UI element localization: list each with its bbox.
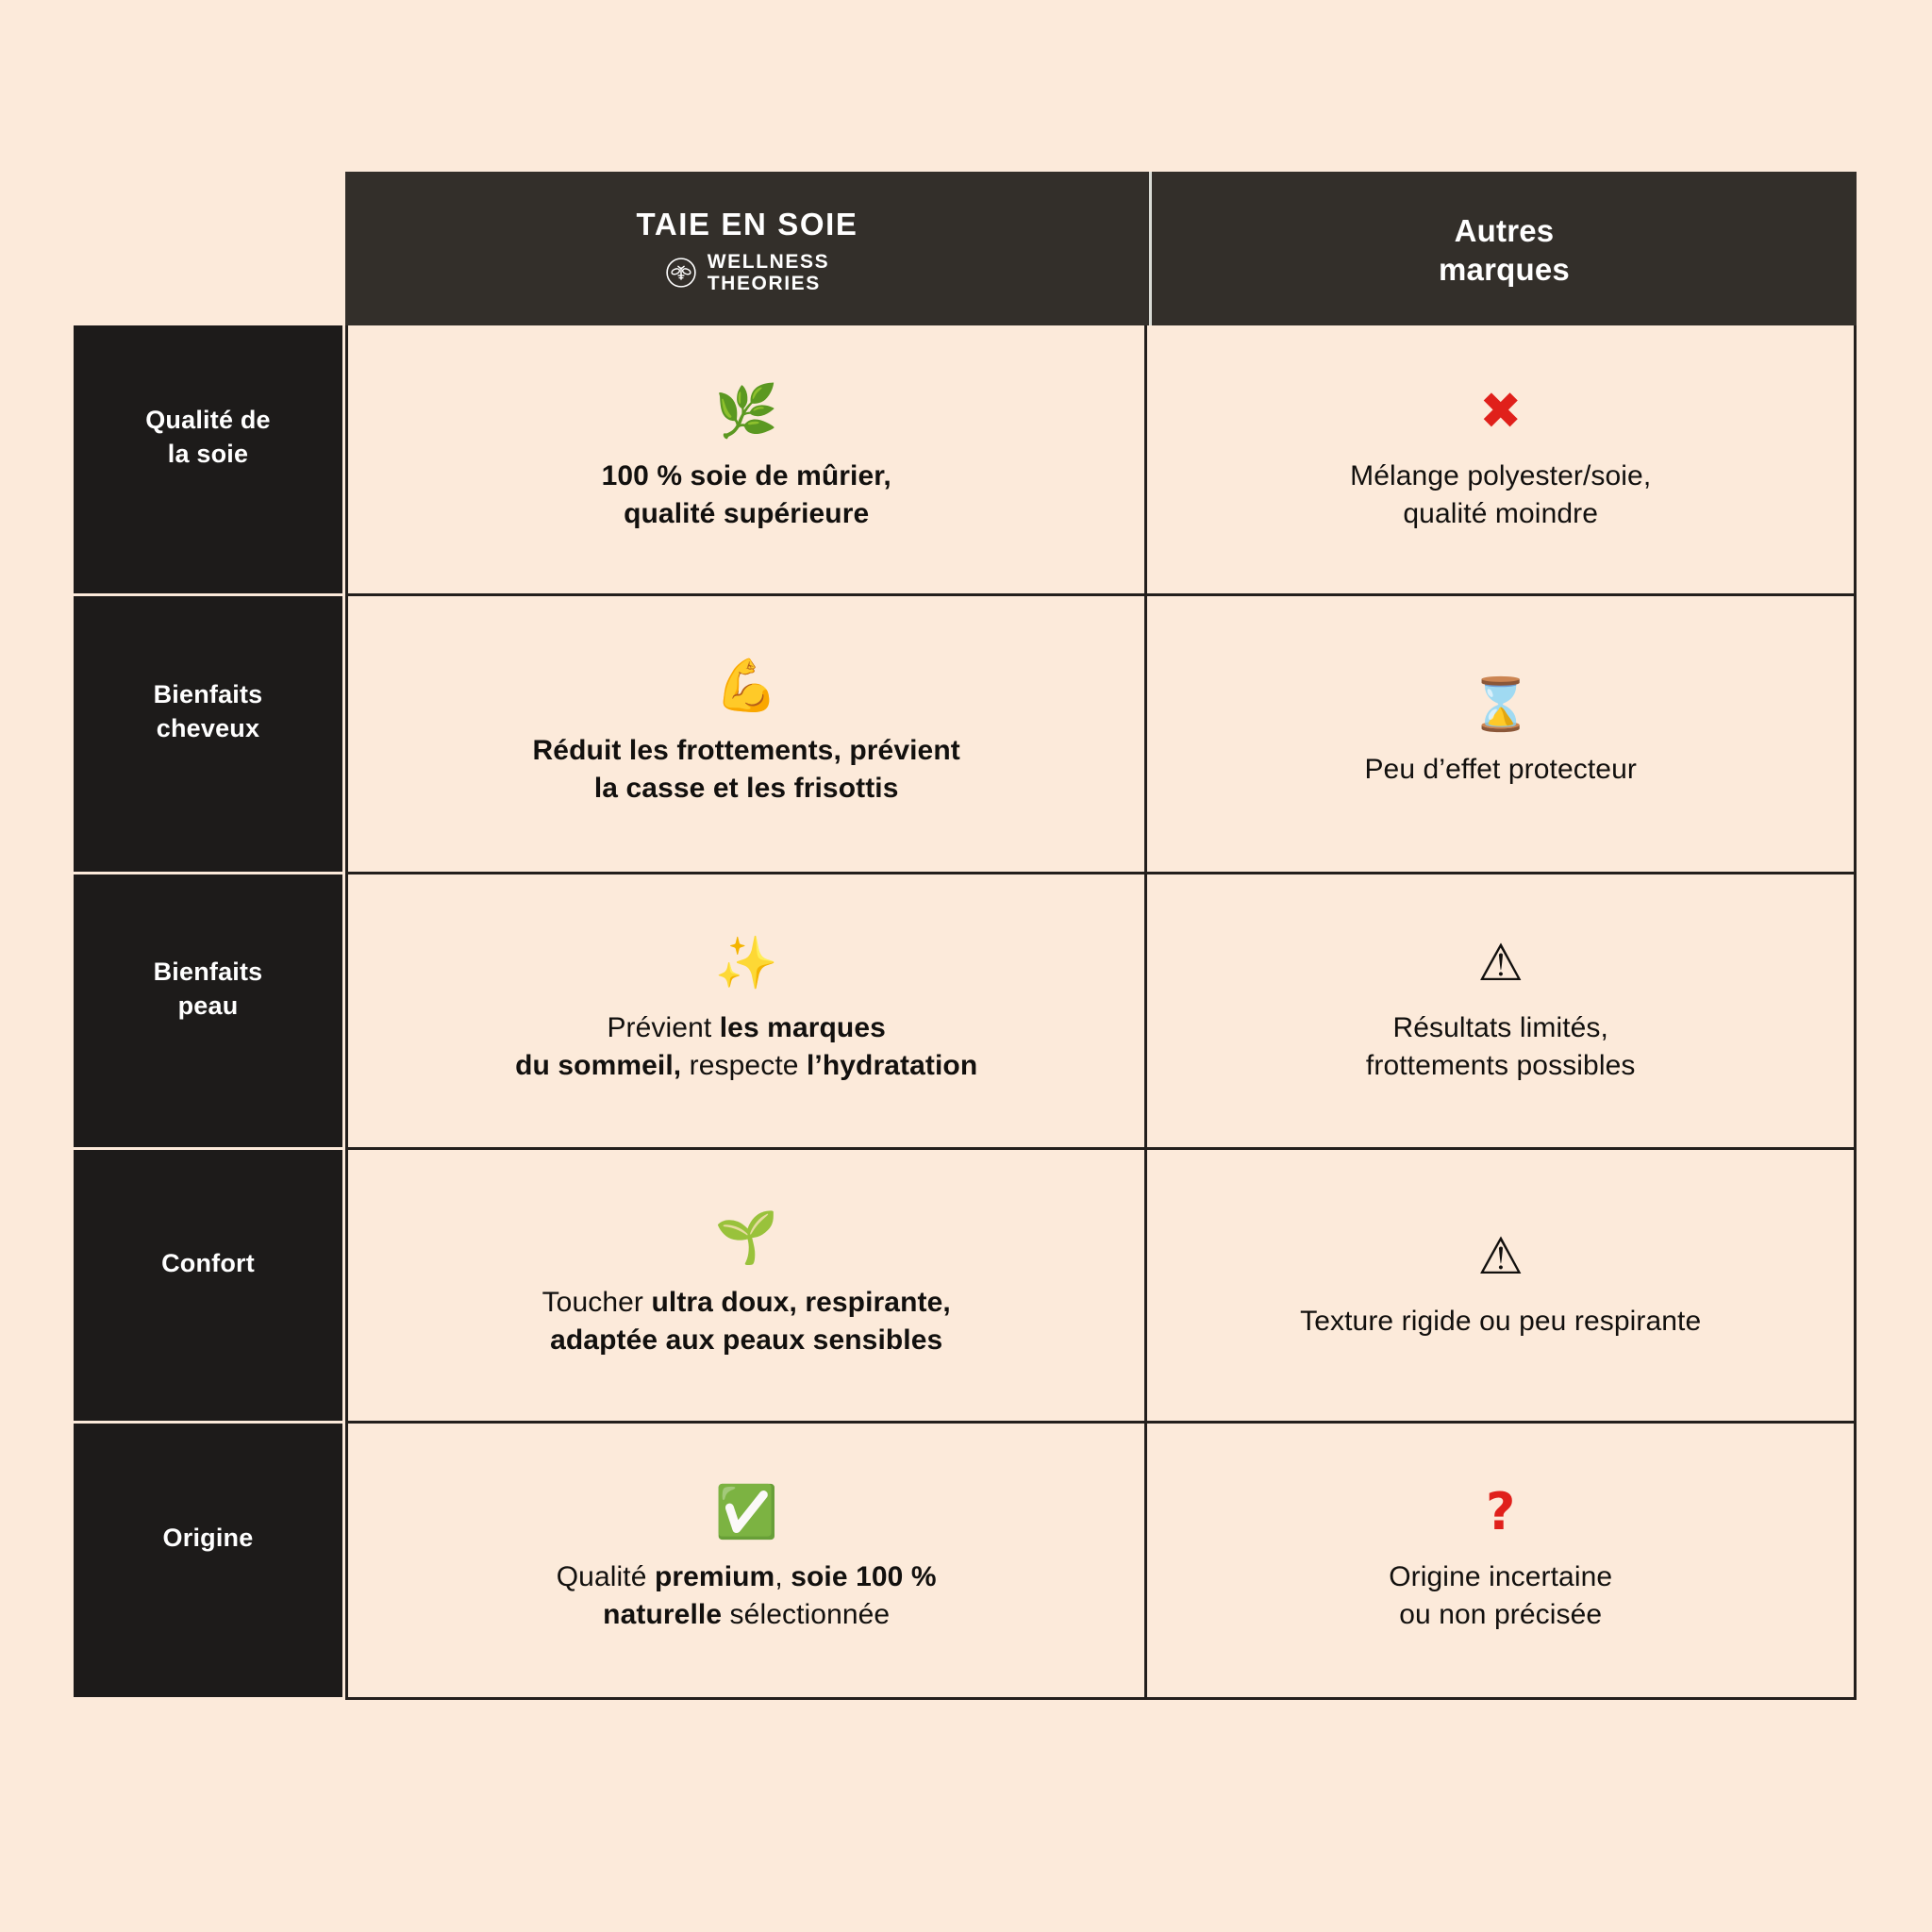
cell-ours-confort: 🌱 Toucher ultra doux, respirante, adapté… bbox=[348, 1150, 1148, 1421]
table-row: 🌿 100 % soie de mûrier, qualité supérieu… bbox=[348, 325, 1854, 596]
cell-text-line2: qualité moindre bbox=[1403, 498, 1599, 529]
header-cell-competitor: Autres marques bbox=[1149, 172, 1857, 325]
cell-ours-bienfaits-peau: ✨ Prévient les marques du sommeil, respe… bbox=[348, 874, 1148, 1147]
brand-title: TAIE EN SOIE bbox=[636, 207, 858, 242]
row-label-text: Bienfaits cheveux bbox=[154, 678, 263, 745]
row-label-bienfaits-cheveux: Bienfaits cheveux bbox=[74, 596, 342, 874]
cell-text: Peu d’effet protecteur bbox=[1364, 751, 1637, 789]
cell-text-segment: Toucher bbox=[541, 1286, 652, 1318]
warning-triangle-icon: ⚠ bbox=[1477, 932, 1524, 992]
bee-badge-icon bbox=[665, 257, 697, 289]
table-header: TAIE EN SOIE WELLNESS THEORIES bbox=[345, 172, 1857, 325]
table-row: ✨ Prévient les marques du sommeil, respe… bbox=[348, 874, 1854, 1150]
warning-triangle-icon: ⚠ bbox=[1477, 1225, 1524, 1286]
row-label-text: Origine bbox=[162, 1524, 254, 1553]
flexed-biceps-icon: 💪 bbox=[714, 656, 778, 716]
green-check-icon: ✅ bbox=[714, 1482, 778, 1542]
cell-text-segment: premium bbox=[654, 1561, 775, 1593]
cell-text-line1: Mélange polyester/soie, bbox=[1350, 460, 1652, 492]
seedling-icon: 🌱 bbox=[714, 1207, 778, 1267]
cell-text-segment: ultra doux, respirante, bbox=[651, 1286, 951, 1318]
cell-text: Prévient les marques du sommeil, respect… bbox=[515, 1009, 977, 1085]
herb-icon: 🌿 bbox=[714, 381, 778, 441]
cell-text-segment: soie 100 % bbox=[791, 1561, 937, 1593]
cell-ours-bienfaits-cheveux: 💪 Réduit les frottements, prévient la ca… bbox=[348, 596, 1148, 872]
row-label-line1: Qualité de bbox=[145, 406, 271, 435]
brand-logo-line2: THEORIES bbox=[707, 273, 821, 295]
cell-text: Qualité premium, soie 100 % naturelle sé… bbox=[557, 1558, 937, 1634]
cell-text-line2: frottements possibles bbox=[1365, 1049, 1636, 1081]
table-row: 🌱 Toucher ultra doux, respirante, adapté… bbox=[348, 1150, 1854, 1424]
cell-text-segment: adaptée aux peaux sensibles bbox=[550, 1324, 943, 1356]
row-label-confort: Confort bbox=[74, 1150, 342, 1424]
cell-text-line1: 100 % soie de mûrier, bbox=[601, 460, 891, 492]
cell-text: Texture rigide ou peu respirante bbox=[1300, 1303, 1701, 1341]
cell-theirs-origine: ? Origine incertaine ou non précisée bbox=[1147, 1424, 1854, 1697]
brand-logo-line1: WELLNESS bbox=[707, 250, 830, 273]
cell-ours-origine: ✅ Qualité premium, soie 100 % naturelle … bbox=[348, 1424, 1148, 1697]
row-label-line2: cheveux bbox=[156, 714, 260, 742]
cell-theirs-bienfaits-peau: ⚠ Résultats limités, frottements possibl… bbox=[1147, 874, 1854, 1147]
sparkles-icon: ✨ bbox=[714, 932, 778, 992]
cell-text-segment: Qualité bbox=[556, 1561, 655, 1593]
red-cross-icon: ✖ bbox=[1479, 381, 1523, 441]
row-label-column: Qualité de la soie Bienfaits cheveux Bie… bbox=[74, 325, 342, 1697]
competitor-title-line2: marques bbox=[1439, 251, 1570, 287]
cell-text-line2: ou non précisée bbox=[1399, 1599, 1603, 1630]
row-label-qualite-de-la-soie: Qualité de la soie bbox=[74, 325, 342, 596]
cell-text-segment: sélectionnée bbox=[722, 1599, 891, 1630]
row-label-origine: Origine bbox=[74, 1424, 342, 1697]
cell-text-line1: Réduit les frottements, prévient bbox=[532, 735, 960, 767]
cell-text-line1: Peu d’effet protecteur bbox=[1364, 754, 1637, 786]
row-label-line2: la soie bbox=[167, 440, 249, 468]
cell-theirs-confort: ⚠ Texture rigide ou peu respirante bbox=[1147, 1150, 1854, 1421]
cell-text: Toucher ultra doux, respirante, adaptée … bbox=[542, 1284, 951, 1359]
competitor-title: Autres marques bbox=[1439, 212, 1570, 289]
cell-text-line1: Résultats limités, bbox=[1392, 1011, 1608, 1043]
cell-text-segment: l’hydratation bbox=[806, 1049, 978, 1081]
row-label-line1: Bienfaits bbox=[153, 680, 263, 709]
cell-text-segment: les marques bbox=[719, 1011, 886, 1043]
cell-text: Mélange polyester/soie, qualité moindre bbox=[1350, 458, 1651, 533]
cell-text: Origine incertaine ou non précisée bbox=[1389, 1558, 1612, 1634]
cell-theirs-bienfaits-cheveux: ⌛ Peu d’effet protecteur bbox=[1147, 596, 1854, 872]
cell-text-segment: du sommeil, bbox=[515, 1049, 682, 1081]
cell-theirs-qualite-de-la-soie: ✖ Mélange polyester/soie, qualité moindr… bbox=[1147, 325, 1854, 593]
cell-text-line2: la casse et les frisottis bbox=[593, 773, 899, 804]
cell-text: 100 % soie de mûrier, qualité supérieure bbox=[602, 458, 891, 533]
cell-text-line1: Origine incertaine bbox=[1389, 1561, 1613, 1593]
cell-text-segment: respecte bbox=[681, 1049, 807, 1081]
brand-logo-text: WELLNESS THEORIES bbox=[708, 251, 829, 295]
row-label-text: Confort bbox=[161, 1248, 255, 1277]
hourglass-icon: ⌛ bbox=[1469, 675, 1533, 735]
header-cell-brand: TAIE EN SOIE WELLNESS THEORIES bbox=[345, 172, 1149, 325]
cell-text-segment: naturelle bbox=[603, 1599, 723, 1630]
red-question-icon: ? bbox=[1486, 1482, 1516, 1542]
cell-text: Réduit les frottements, prévient la cass… bbox=[533, 732, 960, 808]
row-label-text: Qualité de la soie bbox=[145, 404, 271, 471]
cell-text-line2: qualité supérieure bbox=[624, 498, 870, 529]
comparison-grid: 🌿 100 % soie de mûrier, qualité supérieu… bbox=[345, 325, 1857, 1700]
row-label-line1: Bienfaits bbox=[153, 957, 263, 986]
row-label-line2: peau bbox=[177, 991, 239, 1020]
row-label-text: Bienfaits peau bbox=[154, 956, 263, 1023]
cell-text: Résultats limités, frottements possibles bbox=[1366, 1009, 1636, 1085]
table-row: 💪 Réduit les frottements, prévient la ca… bbox=[348, 596, 1854, 874]
brand-lockup: WELLNESS THEORIES bbox=[665, 251, 829, 295]
row-label-bienfaits-peau: Bienfaits peau bbox=[74, 874, 342, 1150]
cell-text-segment: , bbox=[774, 1561, 791, 1593]
table-row: ✅ Qualité premium, soie 100 % naturelle … bbox=[348, 1424, 1854, 1697]
cell-ours-qualite-de-la-soie: 🌿 100 % soie de mûrier, qualité supérieu… bbox=[348, 325, 1148, 593]
cell-text-segment: Prévient bbox=[607, 1011, 720, 1043]
cell-text-line1: Texture rigide ou peu respirante bbox=[1300, 1305, 1702, 1337]
competitor-title-line1: Autres bbox=[1454, 213, 1555, 249]
